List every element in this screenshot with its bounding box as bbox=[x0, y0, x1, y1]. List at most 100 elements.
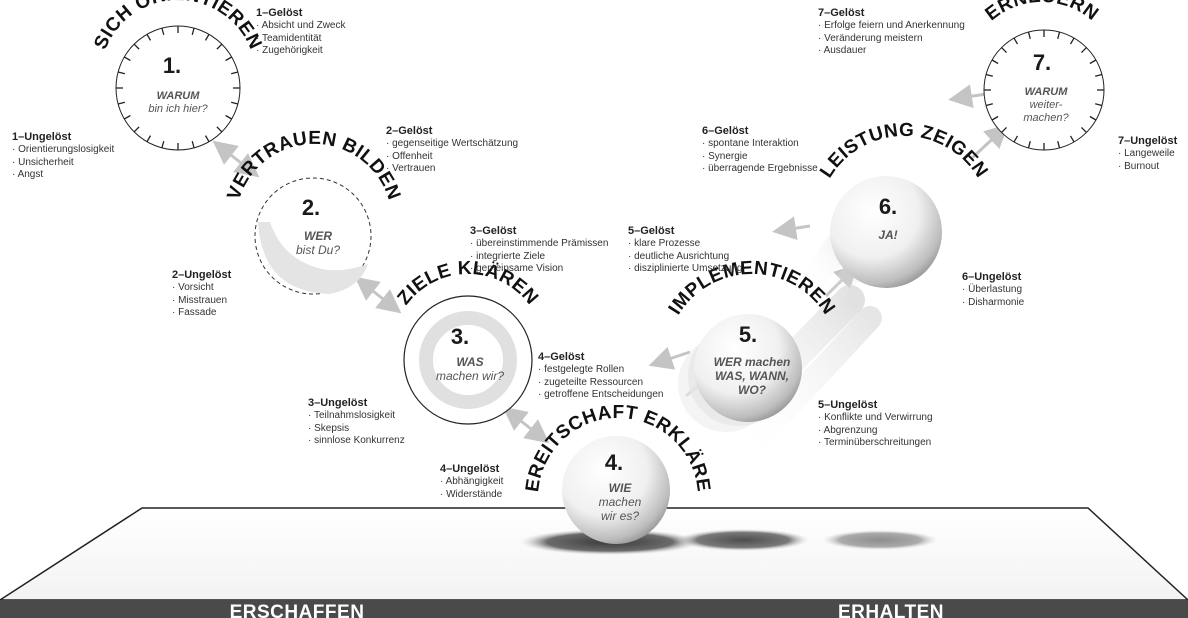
stage-6-title: LEISTUNG ZEIGEN bbox=[816, 120, 992, 182]
note-item: Abgrenzung bbox=[818, 425, 933, 438]
dial-tick bbox=[991, 115, 999, 121]
note-item: Zugehörigkeit bbox=[256, 45, 346, 58]
note-item: Langeweile bbox=[1118, 148, 1177, 161]
note-heading: 1–Gelöst bbox=[256, 7, 303, 19]
arrow-back-7 bbox=[948, 84, 987, 109]
note-heading: 7–Gelöst bbox=[818, 7, 865, 19]
note-item: Teilnahmslosigkeit bbox=[308, 410, 405, 423]
note-heading: 4–Gelöst bbox=[538, 351, 585, 363]
dial-tick bbox=[991, 59, 999, 65]
note-item: gemeinsame Vision bbox=[470, 263, 608, 276]
dial-tick bbox=[123, 114, 131, 120]
note-item: Offenheit bbox=[386, 151, 518, 164]
dial-tick bbox=[133, 43, 140, 50]
note-item: übereinstimmende Prämissen bbox=[470, 238, 608, 251]
stage-7-question-line3: machen? bbox=[1023, 112, 1069, 124]
note-item: zugeteilte Ressourcen bbox=[538, 377, 663, 390]
dial-tick bbox=[230, 101, 239, 105]
dial-tick bbox=[1095, 73, 1103, 77]
stage-3: ZIELE KLÄREN 3. WAS machen wir? bbox=[394, 258, 542, 425]
note-item: Fassade bbox=[172, 307, 231, 320]
stage-3-question-line1: WAS bbox=[456, 355, 483, 369]
stage-6-question-line1: JA! bbox=[878, 228, 897, 242]
dial-tick bbox=[1089, 115, 1097, 121]
dial-tick bbox=[230, 71, 239, 75]
stage-5-question-line2: WAS, WANN, bbox=[715, 369, 789, 383]
note-heading: 5–Gelöst bbox=[628, 225, 675, 237]
dial-tick bbox=[133, 126, 140, 133]
band-label-left: ERSCHAFFEN bbox=[230, 602, 365, 618]
arrow-3-4 bbox=[502, 406, 550, 444]
stage-3-question-line2: machen wir? bbox=[436, 369, 504, 383]
note-item: sinnlose Konkurrenz bbox=[308, 435, 405, 448]
note-item: Überlastung bbox=[962, 284, 1024, 297]
note-item: Widerstände bbox=[440, 489, 503, 502]
dial-tick bbox=[146, 135, 152, 143]
note-item: Synergie bbox=[702, 151, 818, 164]
stage-5-number: 5. bbox=[739, 322, 757, 347]
dial-tick bbox=[161, 140, 165, 149]
note-item: Skepsis bbox=[308, 423, 405, 436]
dial-tick bbox=[1069, 135, 1075, 143]
stage-4-question-line1: WIE bbox=[609, 481, 633, 495]
ball-shadow bbox=[822, 530, 938, 550]
note-item: deutliche Ausrichtung bbox=[628, 251, 743, 264]
dial-tick bbox=[1089, 59, 1097, 65]
note-heading: 4–Ungelöst bbox=[440, 463, 500, 475]
stage-7-question-line2: weiter- bbox=[1030, 99, 1063, 111]
arrow-back-6 bbox=[772, 216, 811, 241]
note-heading: 3–Ungelöst bbox=[308, 397, 368, 409]
note-g1: 1–Gelöst Absicht und Zweck Teamidentität… bbox=[256, 6, 346, 58]
stage-1-question-line1: WARUM bbox=[157, 90, 201, 102]
note-item: Disharmonie bbox=[962, 297, 1024, 310]
note-item: Unsicherheit bbox=[12, 157, 114, 170]
note-heading: 2–Ungelöst bbox=[172, 269, 232, 281]
note-item: Burnout bbox=[1118, 161, 1177, 174]
note-item: festgelegte Rollen bbox=[538, 364, 663, 377]
stage-5-question-line1: WER machen bbox=[714, 355, 791, 369]
dial-tick bbox=[1027, 141, 1031, 149]
note-item: spontane Interaktion bbox=[702, 138, 818, 151]
note-g7: 7–Gelöst Erfolge feiern und Anerkennung … bbox=[818, 6, 965, 58]
note-g6: 6–Gelöst spontane Interaktion Synergie ü… bbox=[702, 124, 818, 176]
note-item: überragende Ergebnisse bbox=[702, 163, 818, 176]
dial-tick bbox=[225, 56, 233, 62]
note-item: Absicht und Zweck bbox=[256, 20, 346, 33]
dial-tick bbox=[117, 71, 126, 75]
dial-tick bbox=[1057, 31, 1061, 39]
note-item: Vertrauen bbox=[386, 163, 518, 176]
stage-2-number: 2. bbox=[302, 195, 320, 220]
note-item: getroffene Entscheidungen bbox=[538, 389, 663, 402]
note-heading: 2–Gelöst bbox=[386, 125, 433, 137]
note-item: disziplinierte Umsetzung bbox=[628, 263, 742, 276]
arrow-2-3 bbox=[354, 276, 402, 314]
dial-tick bbox=[204, 33, 210, 41]
dial-tick bbox=[161, 27, 165, 36]
dial-tick bbox=[117, 101, 126, 105]
dial-tick bbox=[985, 73, 993, 77]
dial-tick bbox=[123, 56, 131, 62]
note-item: Erfolge feiern und Anerkennung bbox=[818, 20, 965, 33]
stage-1-number: 1. bbox=[163, 53, 181, 78]
note-item: Abhängigkeit bbox=[440, 476, 504, 489]
dial-tick bbox=[1001, 47, 1007, 53]
note-item: Vorsicht bbox=[172, 282, 231, 295]
dial-tick bbox=[1027, 31, 1031, 39]
note-u7: 7–Ungelöst Langeweile Burnout bbox=[1118, 134, 1177, 173]
note-g2: 2–Gelöst gegenseitige Wertschätzung Offe… bbox=[386, 124, 518, 176]
stage-4-number: 4. bbox=[605, 450, 623, 475]
dial-tick bbox=[1013, 37, 1019, 45]
stage-1-question-line2: bin ich hier? bbox=[148, 103, 208, 115]
note-item: klare Prozesse bbox=[628, 238, 743, 251]
note-heading: 6–Gelöst bbox=[702, 125, 749, 137]
note-g3: 3–Gelöst übereinstimmende Prämissen inte… bbox=[470, 224, 608, 276]
stage-7: ERNEUERN 7. WARUM weiter- machen? bbox=[982, 0, 1105, 151]
note-heading: 1–Ungelöst bbox=[12, 131, 72, 143]
ball-shadow bbox=[677, 529, 809, 551]
note-item: Orientierungslosigkeit bbox=[12, 144, 114, 157]
stage-3-number: 3. bbox=[451, 324, 469, 349]
note-item: integrierte Ziele bbox=[470, 251, 608, 264]
stage-7-question-line1: WARUM bbox=[1025, 86, 1069, 98]
stage-2-question-line2: bist Du? bbox=[296, 243, 340, 257]
arrow-back-5 bbox=[648, 346, 691, 370]
